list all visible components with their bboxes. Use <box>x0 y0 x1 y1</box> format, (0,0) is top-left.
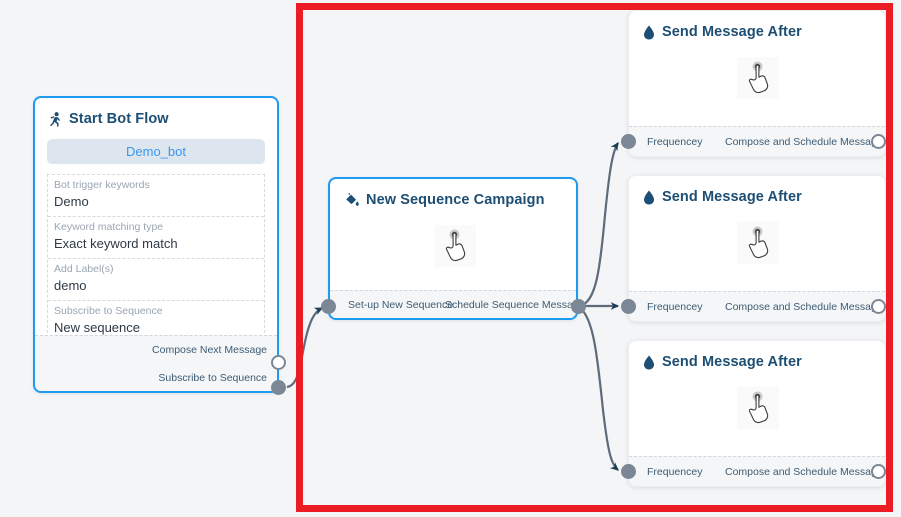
node-title-label: New Sequence Campaign <box>366 192 545 208</box>
field-list: Bot trigger keywords Demo Keyword matchi… <box>47 174 265 343</box>
edge-schedule-to-card-3 <box>579 307 619 471</box>
field-label: Bot trigger keywords <box>54 179 150 191</box>
paint-pour-icon <box>344 193 359 207</box>
footer-line: Compose Next Message <box>35 336 277 364</box>
port-compose-and-schedule-message-3[interactable] <box>871 464 886 479</box>
port-label-compose-next-message: Compose Next Message <box>152 344 267 356</box>
node-title-label: Send Message After <box>662 189 802 205</box>
port-schedule-sequence-message[interactable] <box>571 299 586 314</box>
field-value: Demo <box>54 194 89 209</box>
field-row[interactable]: Add Label(s) demo <box>48 259 264 301</box>
field-value: New sequence <box>54 320 140 335</box>
node-send-message-after-1[interactable]: Send Message After Frequencey Compose an… <box>628 10 886 157</box>
field-label: Add Label(s) <box>54 263 114 275</box>
port-subscribe-to-sequence[interactable] <box>271 380 286 395</box>
port-label-frequencey: Frequencey <box>647 300 703 313</box>
footer-line: Frequencey Compose and Schedule Message <box>629 457 885 486</box>
node-footer-send-message-after: Frequencey Compose and Schedule Message <box>629 126 885 156</box>
droplet-icon <box>643 190 655 205</box>
port-compose-next-message[interactable] <box>271 355 286 370</box>
edge-subscribe-to-setup <box>286 307 324 389</box>
node-title-label: Send Message After <box>662 24 802 40</box>
node-footer-new-sequence-campaign: Set-up New Sequence Schedule Sequence Me… <box>330 290 585 318</box>
node-start-bot-flow[interactable]: Start Bot Flow Demo_bot Bot trigger keyw… <box>33 96 279 393</box>
footer-line: Subscribe to Sequence <box>35 364 277 391</box>
field-label: Keyword matching type <box>54 221 164 233</box>
port-label-frequencey: Frequencey <box>647 135 703 148</box>
port-frequencey-input-1[interactable] <box>621 134 636 149</box>
port-frequencey-input-2[interactable] <box>621 299 636 314</box>
field-row[interactable]: Keyword matching type Exact keyword matc… <box>48 217 264 259</box>
footer-line: Set-up New Sequence Schedule Sequence Me… <box>330 291 585 318</box>
field-value: Exact keyword match <box>54 236 178 251</box>
port-label-compose-and-schedule-message: Compose and Schedule Message <box>725 465 883 478</box>
field-row[interactable]: Bot trigger keywords Demo <box>48 175 264 217</box>
port-setup-new-sequence[interactable] <box>321 299 336 314</box>
pointing-hand-icon <box>737 222 779 264</box>
port-label-schedule-sequence-message: Schedule Sequence Message <box>445 298 585 311</box>
edge-schedule-to-card-1 <box>579 142 619 308</box>
pointing-hand-icon <box>434 225 476 267</box>
port-label-subscribe-to-sequence: Subscribe to Sequence <box>158 371 267 384</box>
node-footer-send-message-after: Frequencey Compose and Schedule Message <box>629 291 885 321</box>
node-title-send-message-after: Send Message After <box>629 341 885 370</box>
running-person-icon <box>49 111 62 127</box>
port-label-frequencey: Frequencey <box>647 465 703 478</box>
node-send-message-after-3[interactable]: Send Message After Frequencey Compose an… <box>628 340 886 487</box>
pointing-hand-icon <box>737 387 779 429</box>
node-title-send-message-after: Send Message After <box>629 176 885 205</box>
node-title-send-message-after: Send Message After <box>629 11 885 40</box>
node-footer-send-message-after: Frequencey Compose and Schedule Message <box>629 456 885 486</box>
node-title-label: Send Message After <box>662 354 802 370</box>
footer-line: Frequencey Compose and Schedule Message <box>629 292 885 321</box>
droplet-icon <box>643 355 655 370</box>
port-compose-and-schedule-message-2[interactable] <box>871 299 886 314</box>
droplet-icon <box>643 25 655 40</box>
field-label: Subscribe to Sequence <box>54 305 163 317</box>
port-label-compose-and-schedule-message: Compose and Schedule Message <box>725 135 883 148</box>
port-frequencey-input-3[interactable] <box>621 464 636 479</box>
port-label-setup-new-sequence: Set-up New Sequence <box>348 298 454 311</box>
footer-line: Frequencey Compose and Schedule Message <box>629 127 885 156</box>
bot-name-chip[interactable]: Demo_bot <box>47 139 265 164</box>
node-title-label: Start Bot Flow <box>69 111 169 127</box>
node-title-start-bot-flow: Start Bot Flow <box>35 98 277 127</box>
pointing-hand-icon <box>737 57 779 99</box>
port-compose-and-schedule-message-1[interactable] <box>871 134 886 149</box>
node-title-new-sequence-campaign: New Sequence Campaign <box>330 179 576 208</box>
node-footer-start-bot-flow: Compose Next Message Subscribe to Sequen… <box>35 335 277 391</box>
node-send-message-after-2[interactable]: Send Message After Frequencey Compose an… <box>628 175 886 322</box>
field-value: demo <box>54 278 87 293</box>
port-label-compose-and-schedule-message: Compose and Schedule Message <box>725 300 883 313</box>
node-new-sequence-campaign[interactable]: New Sequence Campaign Set-up New Sequenc… <box>328 177 585 320</box>
